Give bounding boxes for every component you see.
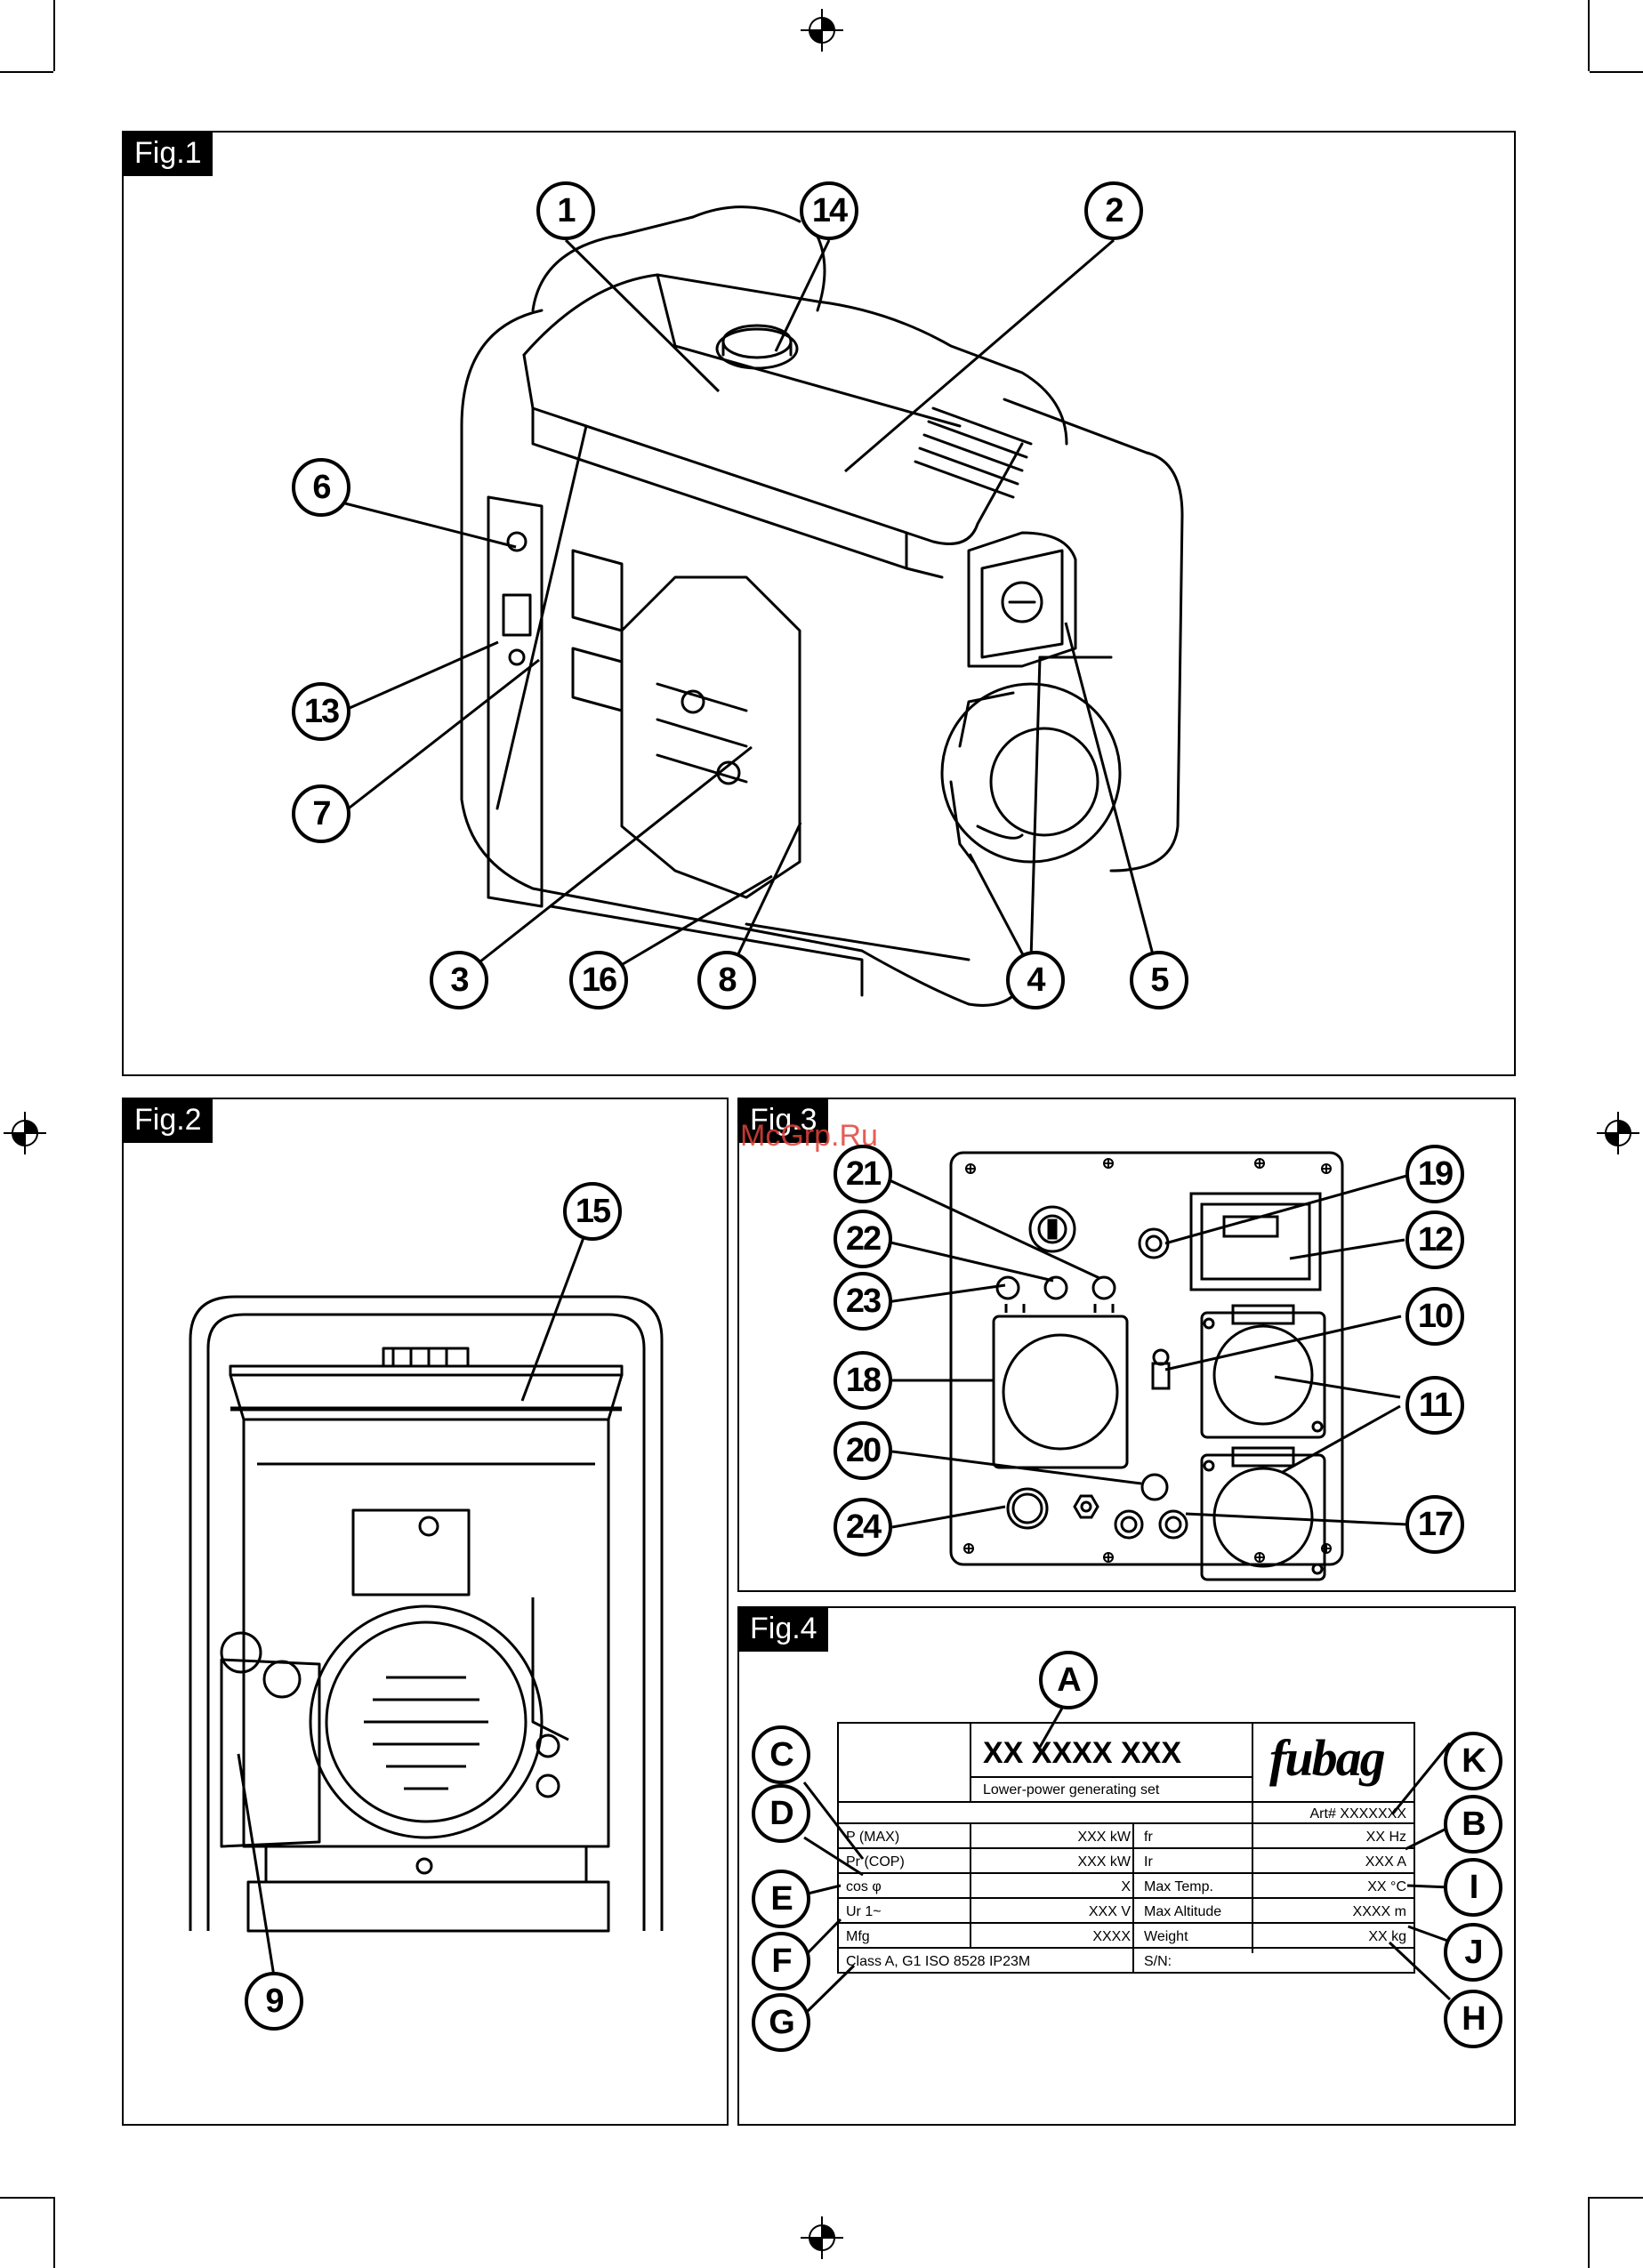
callout-13: 13 xyxy=(292,682,350,741)
callout-C: C xyxy=(752,1725,810,1784)
registration-mark-bottom xyxy=(801,2216,843,2259)
plate-value-ir: XXX A xyxy=(1365,1854,1406,1870)
callout-11: 11 xyxy=(1405,1376,1464,1435)
plate-label-mfg: Mfg xyxy=(846,1929,870,1944)
plate-value-altitude: XXXX m xyxy=(1352,1904,1406,1919)
crop-mark xyxy=(1590,71,1643,73)
plate-label-maxtemp: Max Temp. xyxy=(1144,1879,1213,1894)
callout-18: 18 xyxy=(834,1351,892,1410)
callout-7: 7 xyxy=(292,784,350,843)
plate-label-ur: Ur 1~ xyxy=(846,1904,882,1919)
generator-front-drawing xyxy=(189,1295,664,1933)
plate-grid xyxy=(837,1722,1415,1974)
callout-6: 6 xyxy=(292,458,350,517)
callout-12: 12 xyxy=(1405,1210,1464,1269)
plate-model: XX XXXX XXX xyxy=(983,1736,1181,1770)
plate-label-pcop: Pr (COP) xyxy=(846,1854,905,1870)
plate-value-pmax: XXX kW xyxy=(1077,1830,1131,1845)
callout-4: 4 xyxy=(1006,951,1065,1009)
crop-mark xyxy=(1590,2197,1643,2199)
plate-footer-sn: S/N: xyxy=(1144,1954,1172,1969)
callout-E: E xyxy=(752,1870,810,1928)
crop-mark xyxy=(53,0,55,71)
plate-label-cos: cos φ xyxy=(846,1879,882,1894)
plate-label-fr: fr xyxy=(1144,1830,1153,1845)
plate-value-weight: XX kg xyxy=(1368,1929,1406,1944)
callout-23: 23 xyxy=(834,1272,892,1331)
registration-mark-right xyxy=(1597,1112,1639,1154)
callout-I: I xyxy=(1444,1858,1502,1917)
crop-mark xyxy=(53,2197,55,2268)
callout-24: 24 xyxy=(834,1498,892,1556)
plate-label-ir: Ir xyxy=(1144,1854,1153,1870)
registration-mark-top xyxy=(801,9,843,52)
fig1-label: Fig.1 xyxy=(124,133,213,177)
crop-mark xyxy=(1588,0,1590,71)
plate-value-fr: XX Hz xyxy=(1365,1830,1406,1845)
callout-9: 9 xyxy=(245,1972,303,2031)
plate-label-pmax: P (MAX) xyxy=(846,1830,900,1845)
callout-8: 8 xyxy=(697,951,756,1009)
fig1-panel: Fig.1 xyxy=(122,131,1516,1076)
fig4-label: Fig.4 xyxy=(739,1608,828,1653)
callout-21: 21 xyxy=(834,1145,892,1203)
registration-mark-left xyxy=(4,1112,46,1154)
plate-value-cos: X xyxy=(1121,1879,1131,1894)
callout-22: 22 xyxy=(834,1210,892,1268)
callout-5: 5 xyxy=(1130,951,1188,1009)
plate-value-ur: XXX V xyxy=(1088,1904,1131,1919)
generator-perspective-drawing xyxy=(460,205,1184,1007)
plate-value-mfg: XXXX xyxy=(1092,1929,1131,1944)
callout-3: 3 xyxy=(430,951,488,1009)
plate-footer-class: Class A, G1 ISO 8528 IP23M xyxy=(846,1954,1031,1969)
fig2-label: Fig.2 xyxy=(124,1099,213,1144)
callout-H: H xyxy=(1444,1990,1502,2048)
callout-10: 10 xyxy=(1405,1287,1464,1346)
callout-B: B xyxy=(1444,1795,1502,1854)
callout-19: 19 xyxy=(1405,1145,1464,1203)
plate-label-weight: Weight xyxy=(1144,1929,1188,1944)
callout-2: 2 xyxy=(1084,181,1143,240)
crop-mark xyxy=(1588,2197,1590,2268)
callout-F: F xyxy=(752,1932,810,1991)
plate-label-altitude: Max Altitude xyxy=(1144,1904,1222,1919)
callout-K: K xyxy=(1444,1732,1502,1790)
callout-14: 14 xyxy=(800,181,858,240)
plate-art: Art# XXXXXXX xyxy=(1309,1806,1407,1822)
crop-mark xyxy=(0,2197,53,2199)
callout-16: 16 xyxy=(569,951,628,1009)
rating-plate: XX XXXX XXX Lower-power generating set f… xyxy=(837,1722,1415,1974)
crop-mark xyxy=(0,71,53,73)
callout-A: A xyxy=(1039,1651,1098,1709)
callout-15: 15 xyxy=(563,1182,622,1241)
callout-J: J xyxy=(1444,1923,1502,1982)
fig2-panel: Fig.2 xyxy=(122,1098,729,2126)
callout-17: 17 xyxy=(1405,1495,1464,1554)
callout-D: D xyxy=(752,1784,810,1843)
fig4-panel: Fig.4 xyxy=(737,1606,1516,2126)
plate-value-pcop: XXX kW xyxy=(1077,1854,1131,1870)
callout-1: 1 xyxy=(536,181,595,240)
callout-G: G xyxy=(752,1993,810,2052)
plate-brand: fubag xyxy=(1269,1729,1386,1787)
plate-subtitle: Lower-power generating set xyxy=(983,1782,1160,1798)
callout-20: 20 xyxy=(834,1421,892,1480)
plate-value-maxtemp: XX °C xyxy=(1367,1879,1406,1894)
fig3-label: Fig.3 xyxy=(739,1099,828,1144)
